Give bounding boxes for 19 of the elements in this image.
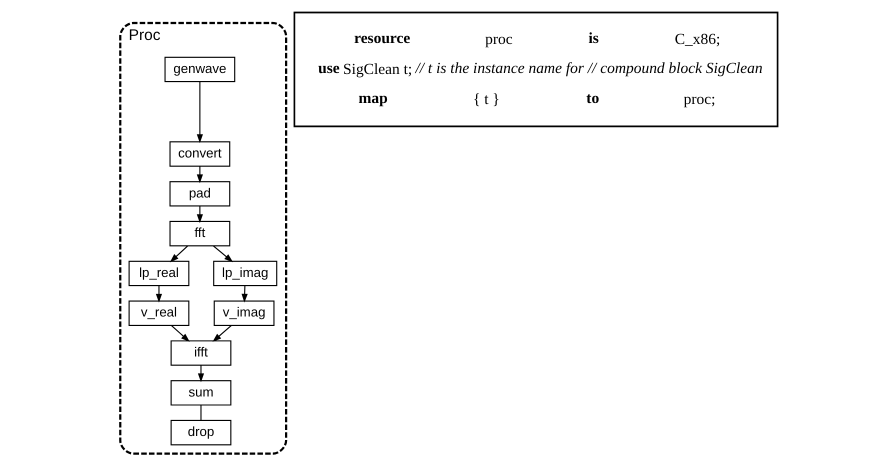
node-box: pad	[169, 181, 230, 207]
arrow	[196, 82, 203, 144]
arrow	[170, 245, 188, 262]
node-box: fft	[169, 220, 230, 246]
node-box: lp_imag	[213, 260, 278, 286]
node-box: genwave	[164, 56, 236, 82]
connector	[200, 405, 202, 420]
node-box: drop	[170, 420, 232, 446]
node-box: v_imag	[214, 300, 274, 326]
node-box: v_real	[128, 300, 190, 326]
node-box: convert	[169, 141, 230, 167]
arrow	[212, 245, 234, 262]
arrow	[170, 325, 190, 342]
arrow	[242, 286, 248, 303]
node-box: ifft	[170, 340, 232, 366]
arrow	[212, 325, 232, 342]
node-box: resource proc is C_x86; use SigClean t; // t is the instance name for // compound block SigClean map { t } to proc;	[294, 12, 778, 128]
node-box: lp_real	[128, 260, 190, 286]
node-box: sum	[170, 380, 232, 406]
